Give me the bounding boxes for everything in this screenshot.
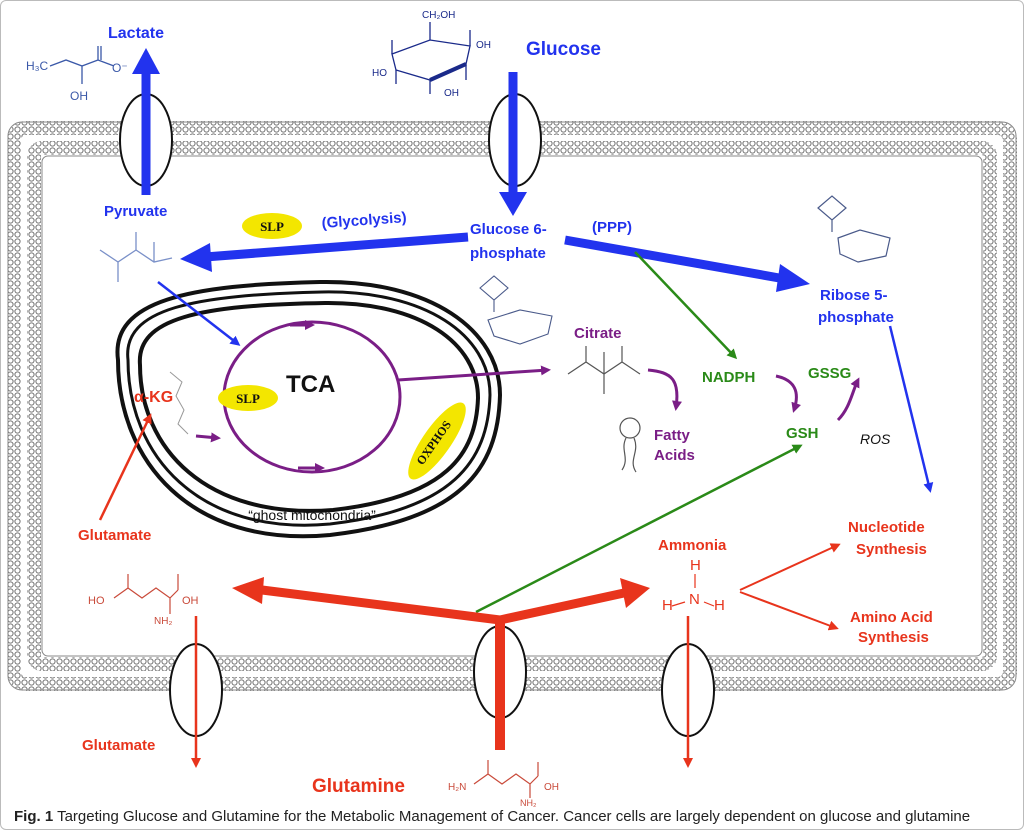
glutamine-label: Glutamine (312, 776, 405, 797)
alpha-kg-label: α-KG (134, 389, 173, 406)
green-arrows (475, 251, 803, 614)
slp-badge-tca (218, 385, 278, 411)
glycolysis-label: (Glycolysis) (321, 209, 407, 232)
glucose-6-phosphate-label-line2: phosphate (470, 245, 546, 262)
citrate-structure-icon (567, 346, 641, 394)
ros-label: ROS (860, 431, 891, 447)
glucose-arrowhead (499, 192, 527, 216)
glutamine-structure-icon: H₂N OH NH₂ (448, 760, 559, 808)
purple-arrows (195, 365, 860, 443)
caption-label: Fig. 1 (14, 808, 54, 825)
pyruvate-structure-icon (99, 232, 173, 282)
pyruvate-label: Pyruvate (104, 203, 167, 220)
glucose-label: Glucose (526, 39, 601, 60)
amino-acid-synthesis-label-line1: Amino Acid (850, 609, 933, 626)
svg-text:H: H (714, 597, 725, 614)
glutamate-label-extracellular: Glutamate (82, 737, 155, 754)
nucleotide-synthesis-label-line1: Nucleotide (848, 519, 925, 536)
glutamate-arrowhead (232, 577, 264, 604)
slp-label-tca: SLP (236, 391, 260, 406)
ribose-structure-icon (817, 195, 891, 263)
red-arrows (98, 413, 841, 768)
ribose-5-phosphate-label-line2: phosphate (818, 309, 894, 326)
lactate-label: Lactate (108, 25, 164, 42)
slp-label-glycolysis: SLP (260, 219, 284, 234)
svg-text:N: N (689, 591, 700, 608)
nucleotide-synthesis-label-line2: Synthesis (856, 541, 927, 558)
svg-text:NH₂: NH₂ (520, 798, 537, 808)
caption-text: Targeting Glucose and Glutamine for the … (57, 808, 971, 825)
svg-text:HO: HO (88, 595, 105, 607)
ppp-arrowhead (776, 264, 810, 292)
tca-label: TCA (286, 371, 335, 398)
svg-text:OH: OH (544, 782, 559, 793)
ammonia-label: Ammonia (658, 537, 727, 554)
svg-text:H: H (690, 557, 701, 574)
nadph-label: NADPH (702, 369, 755, 386)
svg-text:H₂N: H₂N (448, 782, 466, 793)
svg-text:CH₂OH: CH₂OH (422, 10, 455, 21)
ppp-label: (PPP) (592, 219, 632, 236)
svg-text:OH: OH (444, 88, 459, 99)
glucose-6-phosphate-structure-icon (479, 275, 553, 345)
svg-text:O⁻: O⁻ (112, 61, 128, 75)
figure-caption: Fig. 1 Targeting Glucose and Glutamine f… (14, 808, 1014, 825)
ammonia-arrowhead (620, 578, 650, 608)
svg-text:H₃C: H₃C (26, 59, 49, 73)
glucose-structure-icon: CH₂OH OH HO OH (372, 10, 491, 99)
slp-badge-glycolysis (242, 213, 302, 239)
lactate-structure-icon: H₃C O⁻ OH (26, 46, 128, 103)
fatty-acid-icon (619, 417, 641, 473)
svg-text:OH: OH (70, 89, 88, 103)
oxphos-badge (408, 402, 466, 480)
fatty-acids-label-line1: Fatty (654, 427, 690, 444)
svg-text:OH: OH (182, 595, 199, 607)
fatty-acids-label-line2: Acids (654, 447, 695, 464)
blue-arrows (132, 48, 934, 493)
lactate-arrowhead (132, 48, 160, 74)
ghost-mitochondria-label: “ghost mitochondria” (248, 507, 376, 523)
ghost-mitochondria (115, 279, 503, 539)
svg-text:H: H (662, 597, 673, 614)
svg-text:HO: HO (372, 68, 387, 79)
glycolysis-arrowhead (180, 243, 212, 272)
alpha-kg-structure-icon (169, 371, 189, 435)
gsh-label: GSH (786, 425, 819, 442)
svg-text:OH: OH (476, 40, 491, 51)
ammonia-structure-icon: H H N H (662, 557, 725, 614)
glucose-6-phosphate-label-line1: Glucose 6- (470, 221, 547, 238)
amino-acid-synthesis-label-line2: Synthesis (858, 629, 929, 646)
citrate-label: Citrate (574, 325, 622, 342)
gssg-label: GSSG (808, 365, 851, 382)
svg-text:NH₂: NH₂ (154, 616, 172, 627)
ribose-5-phosphate-label-line1: Ribose 5- (820, 287, 888, 304)
glutamate-label-cytosol: Glutamate (78, 527, 151, 544)
glutamate-structure-icon: HO OH NH₂ (88, 574, 199, 627)
metabolism-diagram: H₃C O⁻ OH CH₂OH OH HO OH HO OH NH₂ H₂N O… (7, 10, 1017, 808)
